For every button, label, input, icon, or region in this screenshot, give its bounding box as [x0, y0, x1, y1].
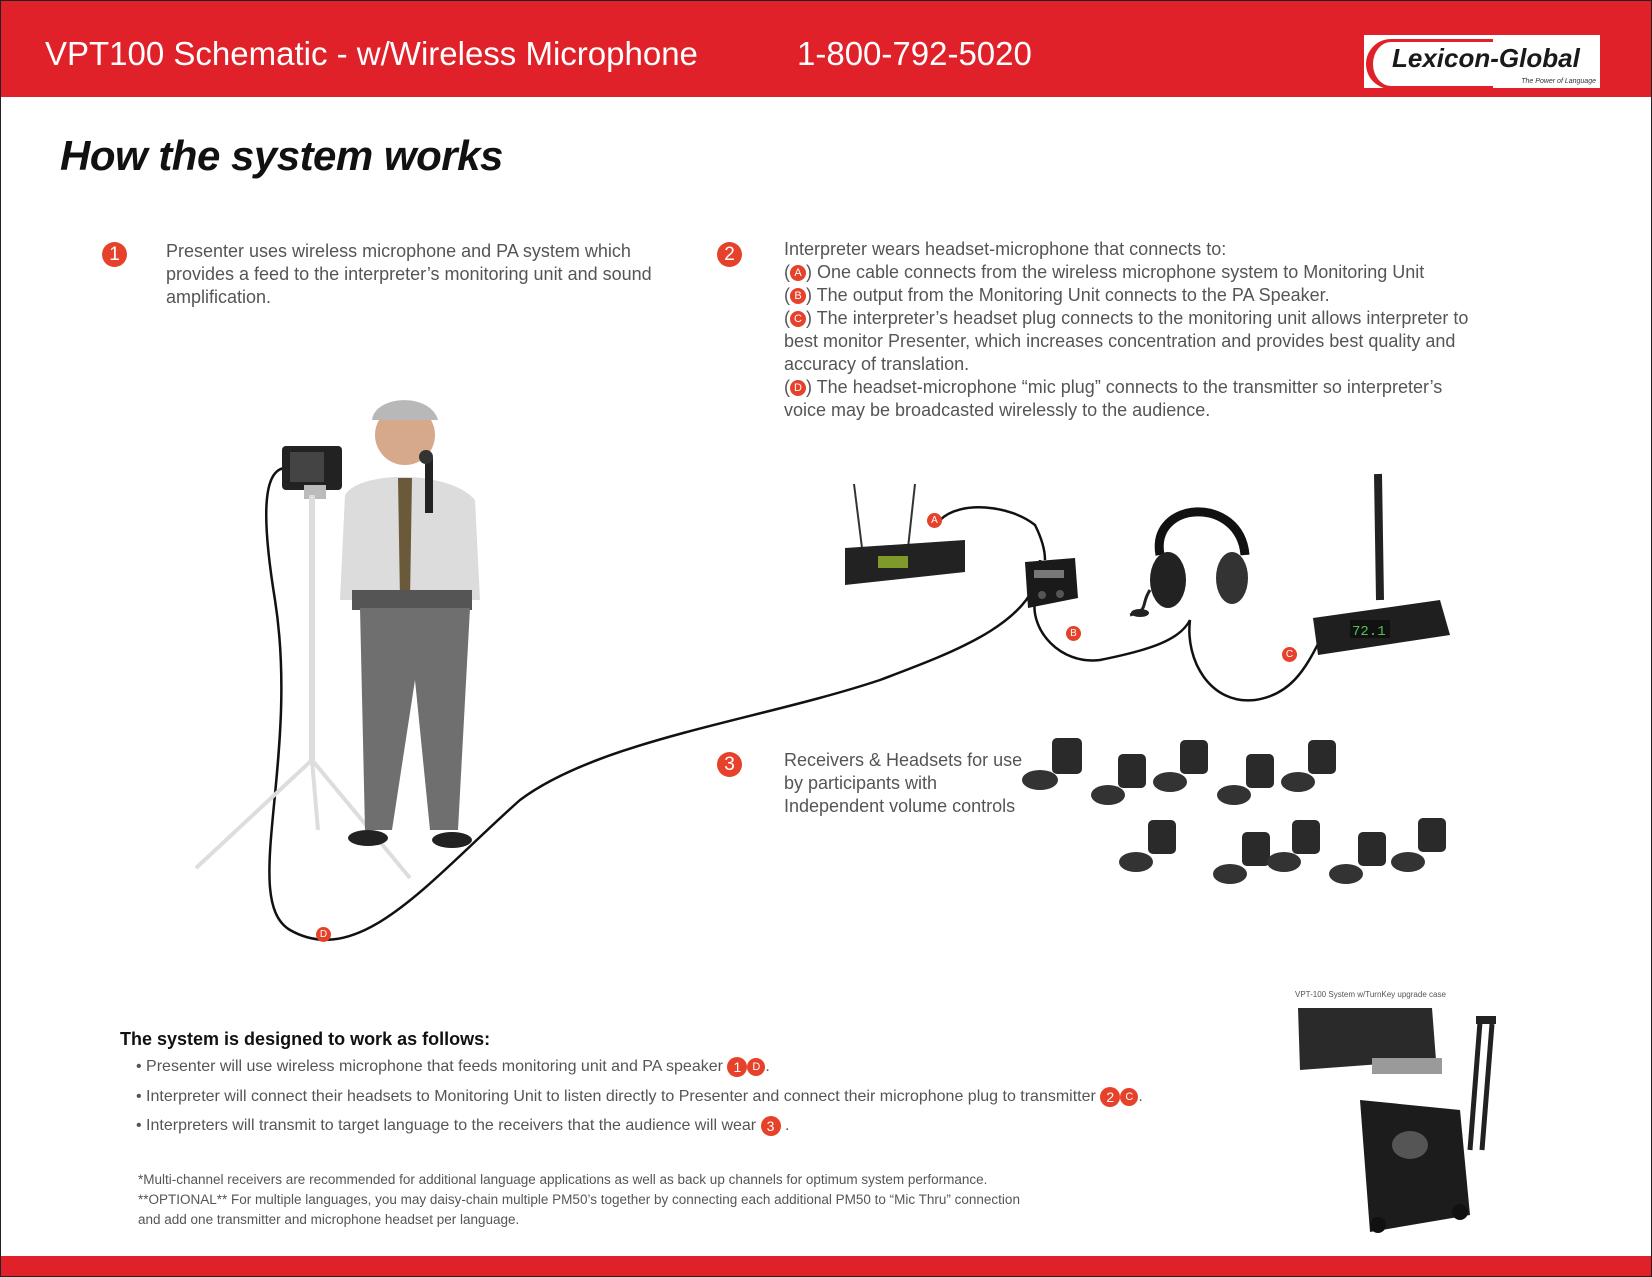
bullet-1-badge-d: D	[747, 1058, 766, 1076]
follows-bullet-3: • Interpreters will transmit to target l…	[136, 1116, 789, 1136]
presenter-illustration-icon	[340, 400, 480, 848]
bullet-2-end: .	[1138, 1088, 1143, 1106]
section-heading: How the system works	[60, 132, 503, 179]
step2-intro: Interpreter wears headset-microphone tha…	[784, 239, 1227, 259]
receiver-5	[1281, 740, 1336, 792]
receiver-4	[1217, 754, 1274, 805]
step2-item-c-text: The interpreter’s headset plug connects …	[784, 308, 1469, 374]
logo-swoosh-icon	[1366, 39, 1493, 89]
step2-item-d: (D) The headset-microphone “mic plug” co…	[784, 377, 1443, 420]
diagram-label-d: D	[316, 927, 331, 942]
step2-item-b-text: The output from the Monitoring Unit conn…	[812, 285, 1330, 305]
transmitter-display: 72.1	[1352, 624, 1386, 640]
page-title: VPT100 Schematic - w/Wireless Microphone	[45, 35, 698, 72]
cable-a	[939, 506, 1047, 561]
header-bar: VPT100 Schematic - w/Wireless Microphone…	[1, 1, 1651, 97]
letter-b-badge: B	[790, 288, 806, 305]
footnote-1: *Multi-channel receivers are recommended…	[138, 1172, 988, 1187]
bullet-3-end: .	[780, 1117, 790, 1135]
logo-tagline: The Power of Language	[1521, 78, 1596, 85]
cable-b	[1033, 599, 1192, 662]
step3-badge: 3	[717, 752, 742, 777]
follows-title: The system is designed to work as follow…	[120, 1029, 491, 1049]
receiver-7	[1213, 832, 1270, 884]
turnkey-case-icon	[1298, 1008, 1496, 1233]
footer-bar	[1, 1256, 1651, 1276]
bullet-3-text: • Interpreters will transmit to target l…	[136, 1117, 761, 1135]
letter-d-badge: D	[790, 380, 806, 397]
step2-item-d-text: The headset-microphone “mic plug” connec…	[784, 377, 1443, 420]
step2-item-a: (A) One cable connects from the wireless…	[784, 262, 1425, 282]
bullet-1-end: .	[765, 1058, 770, 1076]
wireless-receiver-icon	[845, 483, 965, 585]
step2-item-a-text: One cable connects from the wireless mic…	[812, 262, 1425, 282]
bullet-2-text: • Interpreter will connect their headset…	[136, 1088, 1096, 1106]
transmitter-icon: 72.1	[1313, 473, 1450, 655]
receiver-10	[1391, 818, 1446, 872]
footnote-3: and add one transmitter and microphone h…	[138, 1212, 520, 1227]
bullet-2-badge-2: 2	[1100, 1087, 1121, 1107]
phone-number: 1-800-792-5020	[797, 35, 1032, 72]
receiver-2	[1091, 754, 1146, 805]
diagram-label-b: B	[1066, 626, 1081, 641]
step2-text: Interpreter wears headset-microphone tha…	[784, 238, 1474, 422]
receiver-8	[1267, 820, 1320, 872]
diagram-label-a: A	[927, 513, 942, 528]
footnotes: *Multi-channel receivers are recommended…	[138, 1170, 1020, 1230]
step2-badge: 2	[717, 242, 742, 267]
monitoring-unit-icon	[1025, 558, 1078, 608]
case-caption: VPT-100 System w/TurnKey upgrade case	[1295, 990, 1446, 999]
receiver-headsets-icon	[1022, 738, 1446, 884]
footnote-2: **OPTIONAL** For multiple languages, you…	[138, 1192, 1020, 1207]
step3-text: Receivers & Headsets for use by particip…	[784, 750, 1023, 816]
cable-c	[1188, 619, 1322, 702]
follows-section: The system is designed to work as follow…	[120, 1029, 490, 1050]
bullet-1-badge-1: 1	[727, 1057, 748, 1077]
logo-name: Lexicon-Global	[1392, 43, 1580, 73]
step1-badge: 1	[102, 242, 127, 267]
bullet-2-badge-c: C	[1120, 1088, 1139, 1106]
letter-a-badge: A	[790, 265, 806, 282]
lexicon-global-logo: Lexicon-Global The Power of Language	[1364, 35, 1600, 89]
receiver-3	[1153, 740, 1208, 792]
step2-item-b: (B) The output from the Monitoring Unit …	[784, 285, 1330, 305]
diagram-label-c: C	[1282, 647, 1297, 662]
receiver-9	[1329, 832, 1386, 884]
step1-text: Presenter uses wireless microphone and P…	[166, 241, 652, 307]
bullet-3-badge-3: 3	[760, 1116, 781, 1136]
cable-d	[265, 466, 1042, 942]
follows-bullet-2: • Interpreter will connect their headset…	[136, 1087, 1143, 1107]
step2-item-c: (C) The interpreter’s headset plug conne…	[784, 308, 1469, 374]
letter-c-badge: C	[790, 311, 806, 328]
receiver-6	[1119, 820, 1176, 872]
receiver-1	[1022, 738, 1082, 790]
follows-bullet-1: • Presenter will use wireless microphone…	[136, 1057, 770, 1077]
bullet-1-text: • Presenter will use wireless microphone…	[136, 1058, 723, 1076]
headset-microphone-icon	[1129, 507, 1250, 617]
speaker-on-tripod-icon	[194, 446, 412, 880]
